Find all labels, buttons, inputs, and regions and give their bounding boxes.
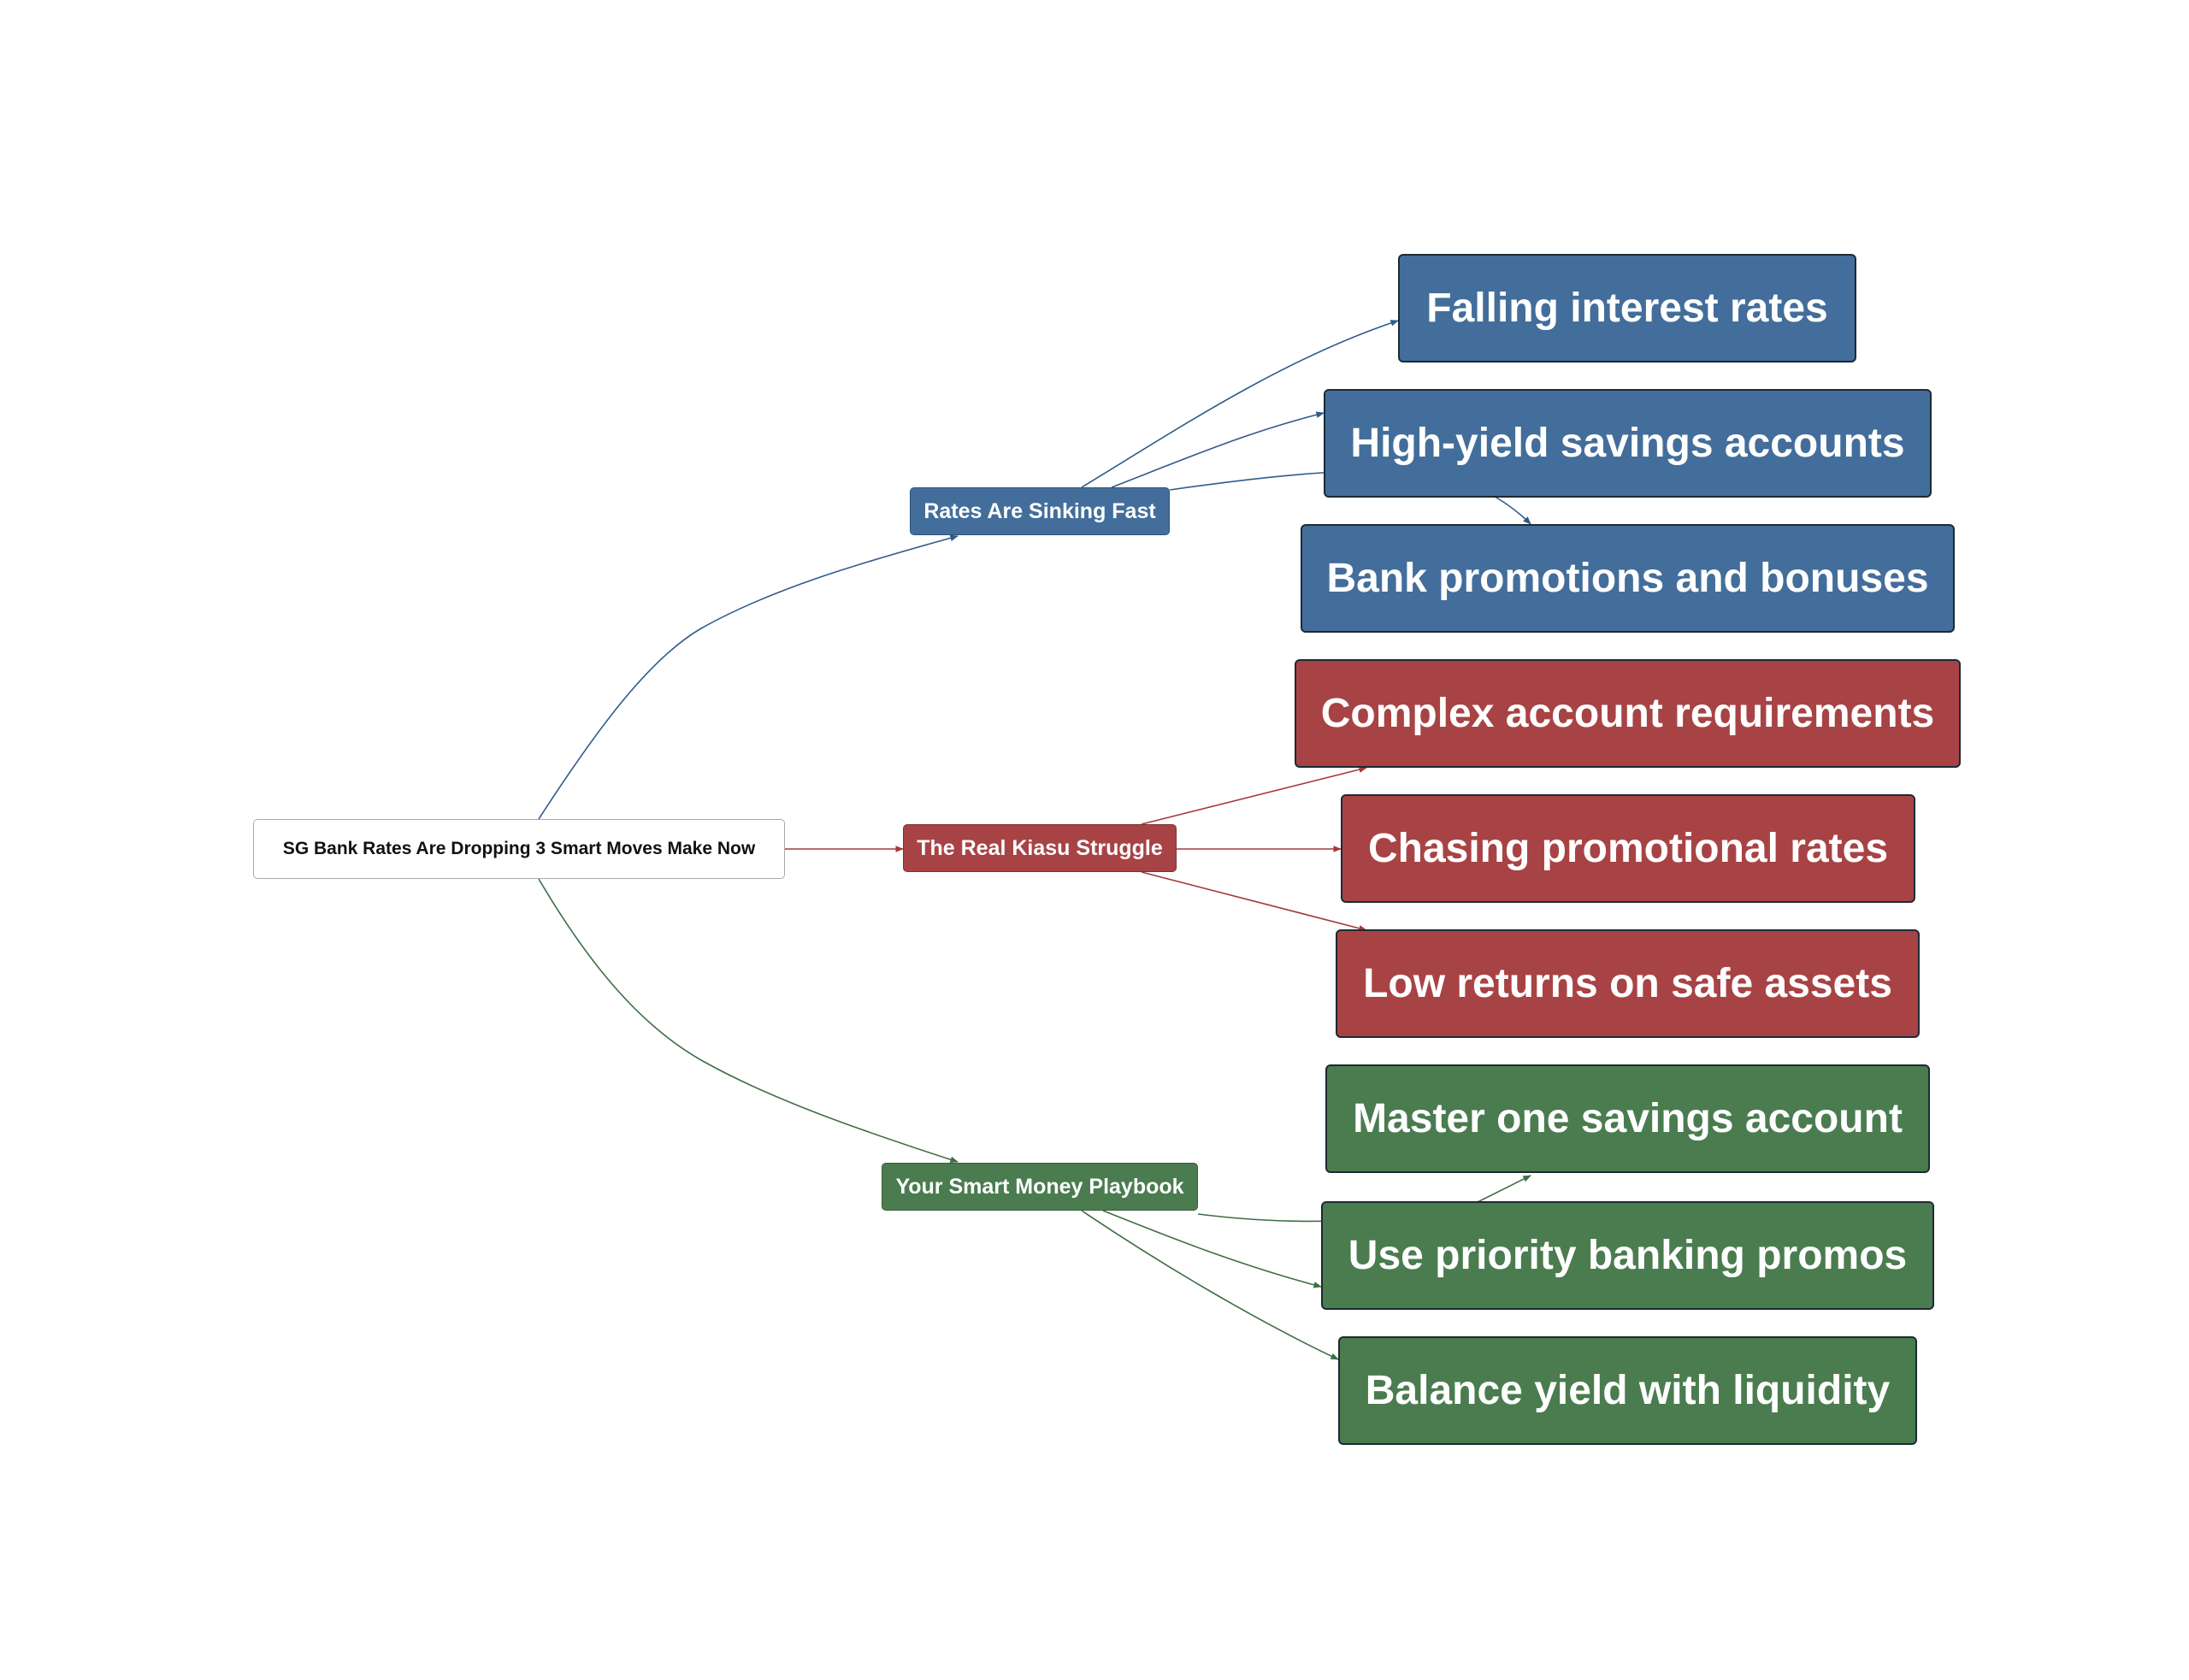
branch-node-label: The Real Kiasu Struggle — [917, 835, 1163, 860]
root-node: SG Bank Rates Are Dropping 3 Smart Moves… — [253, 819, 785, 879]
leaf-node-label: Use priority banking promos — [1348, 1233, 1908, 1278]
branch-node-label: Your Smart Money Playbook — [895, 1174, 1184, 1199]
leaf-node-label: Master one savings account — [1353, 1096, 1903, 1141]
edge-rates-to-high-yield — [1111, 411, 1325, 488]
leaf-node-label: Low returns on safe assets — [1363, 961, 1892, 1006]
edge-playbook-to-balance-yield — [1081, 1210, 1339, 1360]
leaf-node-chasing-promos: Chasing promotional rates — [1341, 794, 1915, 903]
branch-node-rates: Rates Are Sinking Fast — [910, 487, 1170, 535]
leaf-node-master-one: Master one savings account — [1325, 1064, 1930, 1173]
leaf-node-priority-banking: Use priority banking promos — [1321, 1201, 1934, 1310]
leaf-node-bank-promotions: Bank promotions and bonuses — [1301, 524, 1955, 633]
edge-rates-to-falling-interest — [1081, 320, 1399, 488]
edge-playbook-to-priority-banking — [1102, 1210, 1322, 1288]
edge-struggle-to-complex-requirements — [1141, 766, 1367, 825]
leaf-node-label: Falling interest rates — [1426, 286, 1828, 331]
leaf-node-label: Balance yield with liquidity — [1365, 1368, 1891, 1413]
leaf-node-falling-interest: Falling interest rates — [1398, 254, 1856, 363]
leaf-node-label: Chasing promotional rates — [1367, 826, 1889, 871]
leaf-node-balance-yield: Balance yield with liquidity — [1338, 1336, 1917, 1445]
edge-struggle-to-low-returns — [1141, 871, 1367, 932]
leaf-node-label: High-yield savings accounts — [1350, 421, 1905, 466]
leaf-node-label: Bank promotions and bonuses — [1326, 556, 1929, 601]
edge-root-to-rates-branch — [538, 534, 959, 820]
leaf-node-label: Complex account requirements — [1320, 691, 1935, 736]
branch-node-label: Rates Are Sinking Fast — [923, 498, 1156, 523]
leaf-node-high-yield: High-yield savings accounts — [1324, 389, 1932, 498]
leaf-node-complex-requirements: Complex account requirements — [1295, 659, 1961, 768]
edge-root-to-playbook-branch — [538, 878, 959, 1163]
leaf-node-low-returns: Low returns on safe assets — [1336, 929, 1920, 1038]
branch-node-playbook: Your Smart Money Playbook — [882, 1163, 1198, 1211]
root-node-label: SG Bank Rates Are Dropping 3 Smart Moves… — [282, 839, 756, 858]
branch-node-struggle: The Real Kiasu Struggle — [903, 824, 1177, 872]
